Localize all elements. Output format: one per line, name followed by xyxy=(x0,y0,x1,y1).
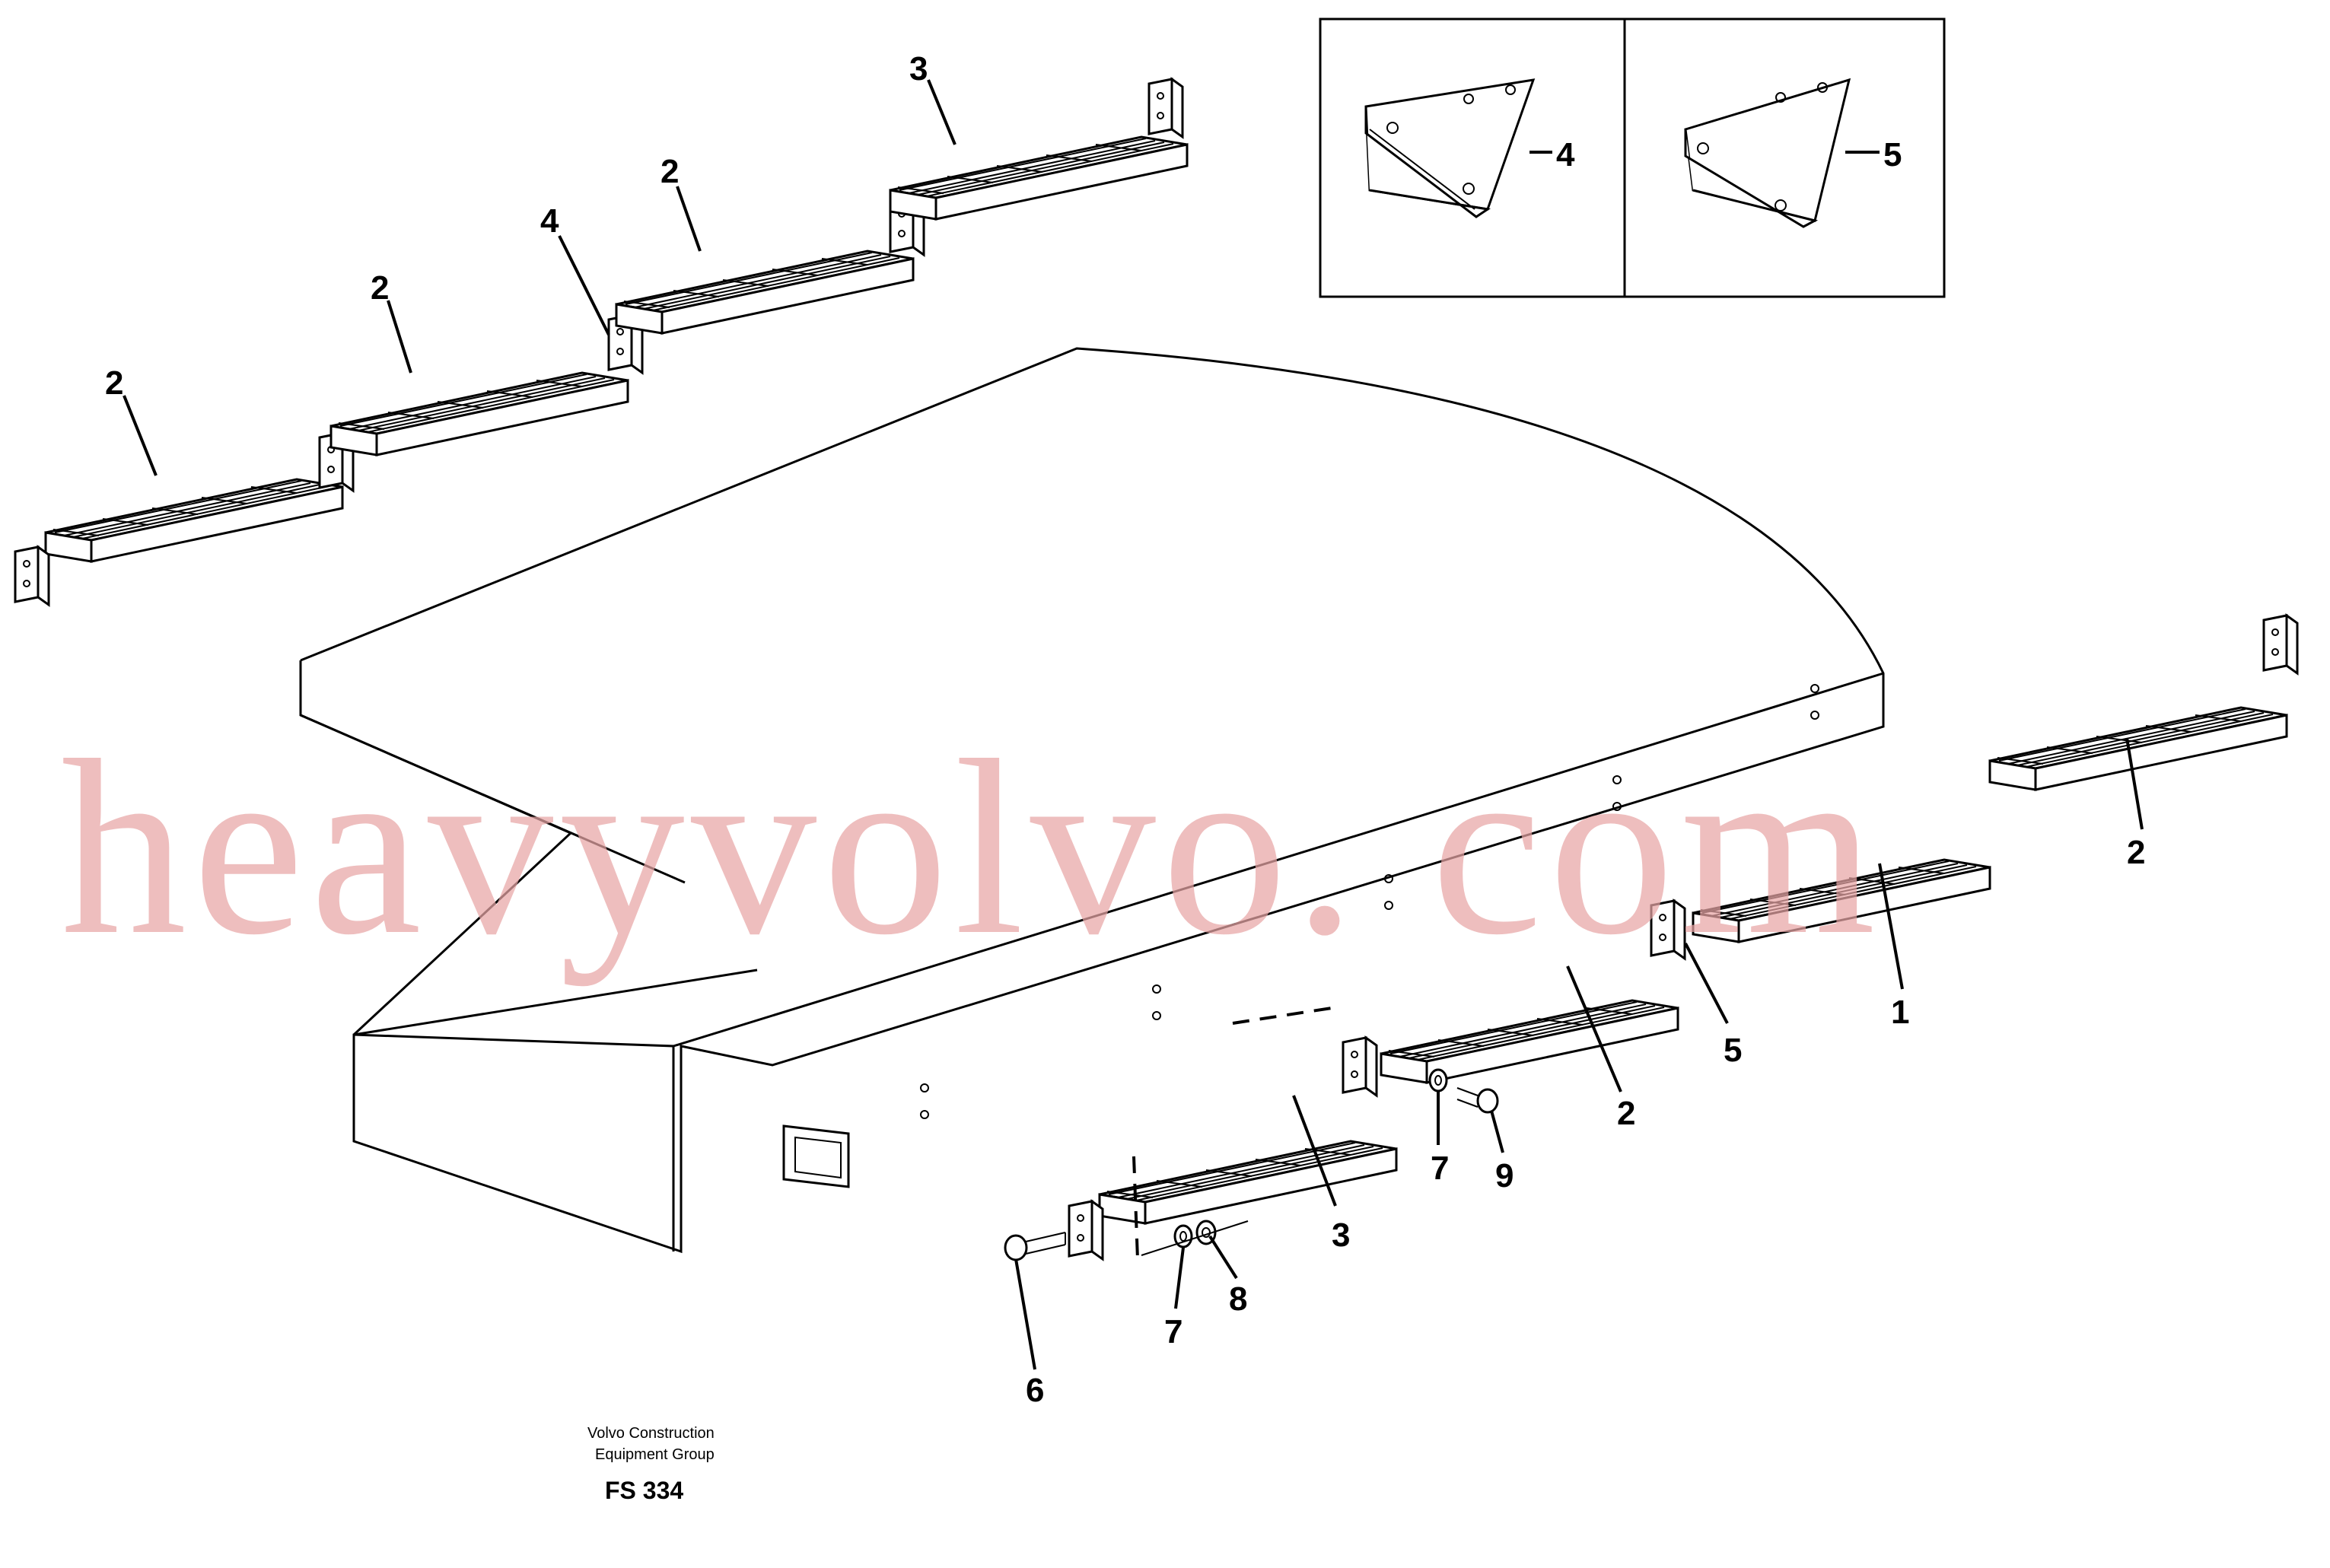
callout-2-lower-right: 2 xyxy=(2127,834,2145,871)
leader-lines xyxy=(123,79,2144,1370)
inset-bracket-5 xyxy=(1684,78,1851,228)
figure-code: FS 334 xyxy=(605,1477,683,1504)
inset-frame xyxy=(1319,17,1946,298)
bolt-axis-lower xyxy=(1141,1220,1249,1256)
watermark-text: heavyvolvo. com xyxy=(61,709,1882,987)
bracket-upper-right xyxy=(1147,78,1184,138)
step-lower-4 xyxy=(1988,706,2288,791)
callout-2-lower-mid: 2 xyxy=(1617,1095,1635,1132)
bolt-6 xyxy=(1004,1232,1066,1261)
callout-7-lower: 7 xyxy=(1164,1313,1183,1350)
bracket-lower-left xyxy=(1068,1200,1104,1261)
callout-3-upper: 3 xyxy=(909,50,928,87)
callout-5-lower: 5 xyxy=(1724,1032,1742,1069)
callout-3-lower: 3 xyxy=(1332,1217,1350,1254)
credit-line-1: Volvo Construction xyxy=(587,1425,715,1442)
bracket-upper-left xyxy=(14,545,50,606)
callout-2-upper-1: 2 xyxy=(105,364,123,402)
callout-5-inset: 5 xyxy=(1883,136,1902,173)
washer-7-upper xyxy=(1428,1068,1448,1093)
step-lower-1 xyxy=(1098,1140,1398,1225)
dashed-assembly-line-lower xyxy=(1132,1156,1139,1260)
washer-7-lower xyxy=(1173,1224,1193,1248)
callout-7-upper: 7 xyxy=(1431,1150,1449,1187)
bracket-lower-right xyxy=(2262,614,2299,675)
bracket-lower-1 xyxy=(1342,1036,1378,1097)
inset-bracket-4 xyxy=(1364,78,1536,218)
callout-2-upper-3: 2 xyxy=(660,153,679,190)
dashed-assembly-line-upper xyxy=(1232,1007,1332,1025)
step-upper-1 xyxy=(44,478,344,563)
step-upper-4 xyxy=(889,135,1189,221)
step-lower-2 xyxy=(1380,999,1679,1084)
callout-4-inset: 4 xyxy=(1556,136,1575,173)
platform-deck xyxy=(299,347,1885,1254)
credit-line-2: Equipment Group xyxy=(595,1446,715,1463)
callout-8: 8 xyxy=(1229,1280,1247,1318)
callout-2-upper-2: 2 xyxy=(371,269,389,307)
callout-1: 1 xyxy=(1891,994,1909,1031)
callout-9: 9 xyxy=(1495,1157,1514,1194)
step-upper-2 xyxy=(329,371,629,456)
step-upper-3 xyxy=(615,250,915,335)
callout-4-upper: 4 xyxy=(540,202,559,240)
callout-6: 6 xyxy=(1026,1372,1044,1409)
bolt-9 xyxy=(1456,1087,1499,1114)
